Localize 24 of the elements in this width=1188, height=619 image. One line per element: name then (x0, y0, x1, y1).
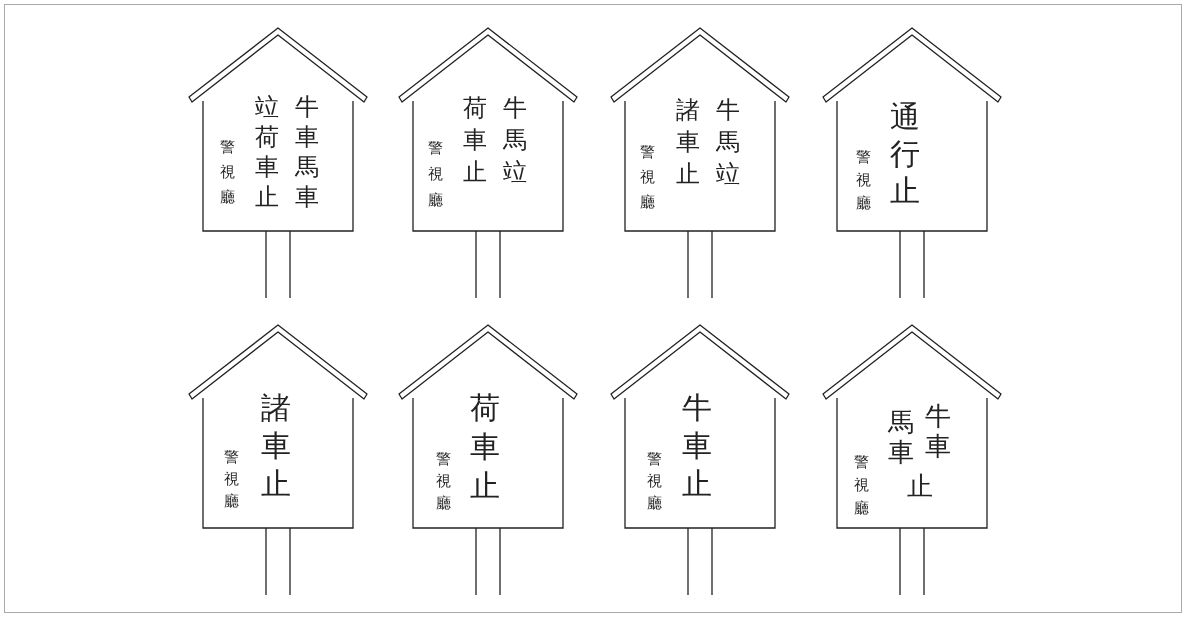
agency-text: 警視廳 (645, 450, 663, 512)
agency-text: 警視廳 (852, 453, 870, 517)
agency-text: 警視廳 (218, 138, 236, 206)
signboard (610, 322, 790, 597)
sign-text: 諸車止 (260, 392, 292, 500)
signboard (188, 25, 368, 300)
signboard (610, 25, 790, 300)
sign-text: 牛車馬車止 (887, 402, 952, 500)
sign-text: 通行止 (889, 101, 921, 207)
agency-text: 警視廳 (426, 139, 444, 209)
signboard (398, 322, 578, 597)
signboard (398, 25, 578, 300)
sign-text: 牛車止 (681, 392, 713, 500)
agency-text: 警視廳 (638, 143, 656, 211)
agency-text: 警視廳 (854, 148, 872, 212)
sign-text: 牛馬竝荷車止 (462, 95, 528, 185)
signboard (822, 25, 1002, 300)
agency-text: 警視廳 (222, 448, 240, 510)
signboard (188, 322, 368, 597)
signboard (822, 322, 1002, 597)
sign-text: 牛車馬車竝荷車止 (254, 94, 320, 210)
sign-text: 荷車止 (469, 392, 501, 502)
agency-text: 警視廳 (434, 450, 452, 512)
sign-text: 牛馬竝諸車止 (675, 97, 741, 187)
